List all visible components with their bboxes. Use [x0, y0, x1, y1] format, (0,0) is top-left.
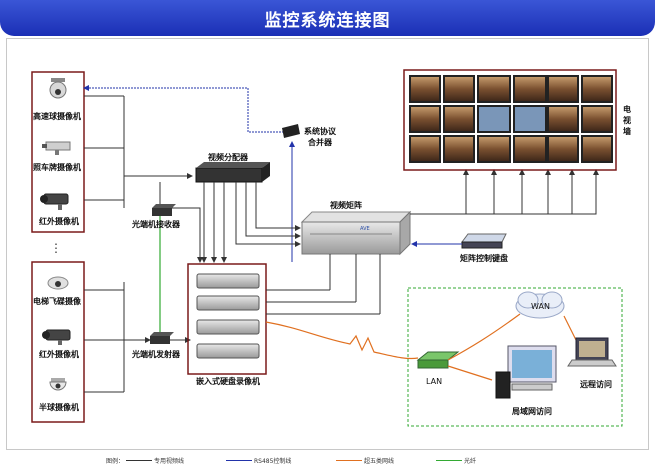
tv-monitor: [477, 135, 511, 163]
elevator-dome-camera-icon: [47, 276, 69, 290]
tv-monitor: [477, 105, 511, 133]
matrix-keyboard-device: [461, 233, 507, 249]
tv-monitor: [513, 105, 547, 133]
video-matrix-device: AVE: [300, 210, 412, 256]
protocol-converter-label-line2: 合并器: [308, 138, 332, 147]
tv-wall-frame: [403, 69, 617, 171]
plate-camera-icon: [42, 141, 71, 155]
legend-line-video: [126, 460, 152, 461]
lan-switch-icon: [416, 351, 460, 369]
tv-monitor: [581, 75, 613, 103]
tv-monitor: [581, 105, 613, 133]
protocol-converter-label: 系统协议: [304, 127, 336, 136]
legend-item: RS485控制线: [254, 458, 292, 465]
tv-monitor: [409, 135, 441, 163]
camera-label: 红外摄像机: [39, 217, 79, 226]
tv-monitor: [547, 135, 579, 163]
camera-label: 半球摄像机: [39, 403, 79, 412]
half-dome-camera-icon: [49, 378, 67, 391]
network-cable-line: [265, 321, 419, 360]
lan-wan-link: [447, 313, 521, 361]
infrared-camera-icon: [42, 329, 71, 345]
matrix-keyboard-label: 矩阵控制键盘: [460, 254, 508, 263]
legend-item: 光纤: [464, 458, 477, 465]
tv-monitor: [409, 105, 441, 133]
optical-transmitter-label: 光端机发射器: [132, 350, 180, 359]
camera-label: 高速球摄像机: [33, 112, 81, 121]
tv-monitor: [443, 75, 475, 103]
remote-access-label: 远程访问: [580, 380, 612, 389]
video-matrix-label: 视频矩阵: [330, 201, 362, 210]
dvr-group: [187, 263, 267, 375]
distributor-output-lines: [170, 182, 301, 343]
optical-receiver-device: [152, 204, 176, 216]
legend-item: 专用视频线: [154, 458, 185, 465]
camera-label: 电梯飞碟摄像: [33, 297, 81, 306]
video-distributor-device: [195, 162, 270, 183]
lan-label: LAN: [426, 377, 443, 386]
camera-label: 红外摄像机: [39, 350, 79, 359]
tv-wall-label: 电 视 墙: [623, 105, 631, 136]
infrared-camera-icon: [40, 193, 69, 210]
video-distributor-label: 视频分配器: [208, 153, 248, 162]
legend-item: 超五类网线: [364, 458, 395, 465]
tv-monitor: [581, 135, 613, 163]
legend-prefix: 图例：: [106, 458, 125, 465]
optical-receiver-label: 光端机接收器: [132, 220, 180, 229]
camera-video-lines: [84, 95, 193, 393]
camera-group-bottom: [31, 261, 85, 423]
legend-line-rs485: [226, 460, 252, 461]
lan-access-label: 局域网访问: [512, 407, 552, 416]
tv-monitor: [443, 135, 475, 163]
camera-group-top: [31, 71, 85, 233]
matrix-output-lines: [329, 169, 599, 278]
tv-monitor: [477, 75, 511, 103]
tv-monitor: [409, 75, 441, 103]
page-title: 监控系统连接图: [264, 11, 391, 31]
camera-label: 照车牌摄像机: [33, 163, 81, 172]
dvr-stack: [196, 273, 260, 359]
optical-transmitter-device: [150, 332, 174, 344]
tv-monitor: [513, 75, 547, 103]
protocol-converter-device: [282, 124, 300, 138]
legend-line-network: [336, 460, 362, 461]
diagram-frame: [6, 38, 649, 450]
tv-monitor: [513, 135, 547, 163]
wan-cloud-icon: [515, 291, 565, 319]
svg-text:AVE: AVE: [360, 226, 370, 232]
speed-dome-camera-icon: [49, 78, 67, 99]
network-group: [407, 287, 623, 427]
header-bar: 监控系统连接图: [0, 0, 655, 36]
dvr-label: 嵌入式硬盘录像机: [196, 377, 260, 386]
tv-wall-screens: [409, 75, 613, 163]
desktop-pc-icon: [495, 345, 557, 399]
tv-monitor: [547, 105, 579, 133]
wan-label: WAN: [531, 302, 550, 311]
tv-monitor: [547, 75, 579, 103]
laptop-icon: [567, 337, 617, 367]
lan-pc-link: [447, 365, 493, 381]
ellipsis-mark: ⋮: [50, 241, 62, 255]
rs485-control-line: [84, 88, 290, 133]
legend-line-fiber: [436, 460, 462, 461]
tv-monitor: [443, 105, 475, 133]
wan-remote-link: [563, 315, 577, 341]
